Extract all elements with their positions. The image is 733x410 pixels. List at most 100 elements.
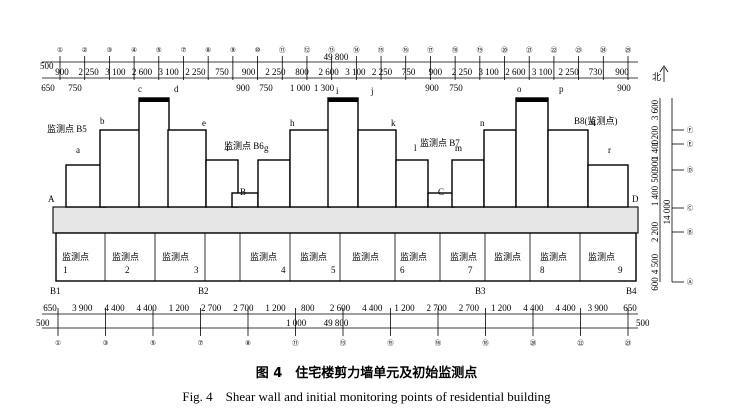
top-axis-label: ⑨ [230,46,236,54]
top-row1-dim: 730 [589,67,603,77]
point-l: l [414,143,417,153]
top-axis-label: ㉔ [600,46,607,54]
top-side-dimension: 500 [40,61,54,71]
top-row2-dim: 900 [425,83,439,93]
bottom-row1-dim: 650 [623,303,637,313]
point-p: p [559,84,564,94]
right-axis-label: Ⓑ [687,228,694,236]
bottom-tick-6: 6 [400,265,405,275]
lower-monitor-9: 监测点 [494,251,521,262]
corner-b1: B1 [50,286,61,296]
top-axis-label: ⑫ [304,46,311,54]
monitor-b6: 监测点 B6 [224,140,264,151]
top-axis-label: ② [82,46,88,54]
bottom-row1-dim: 3 900 [72,303,93,313]
right-dim: 3 600 [650,99,660,120]
top-row1-dim: 3 100 [345,67,366,77]
top-row1-dim: 750 [402,67,416,77]
bottom-row1-dim: 1 200 [491,303,512,313]
point-a: a [76,145,80,155]
corner-a: A [48,194,55,204]
bottom-axis-label: ⑯ [435,339,442,347]
point-c: c [138,84,142,94]
bottom-tick-9: 9 [618,265,623,275]
point-o: o [517,84,522,94]
right-dim: 1 400 [650,139,660,160]
point-k: k [391,118,396,128]
corner-c: C [438,187,444,197]
top-axis-label: ⑦ [181,46,187,54]
bottom-axis-label: ⑧ [245,339,251,347]
top-dimension-lines [42,61,638,79]
bottom-row1-dim: 2 700 [233,303,254,313]
top-axis-label: ③ [106,46,112,54]
bottom-axis-label: ㉒ [577,339,584,347]
bottom-axis-label: ① [55,339,61,347]
top-axis-label: ④ [131,46,137,54]
top-axis-label: ㉑ [526,46,533,54]
top-row1-dim: 2 250 [452,67,473,77]
point-g: g [264,143,269,153]
right-dim: 2 200 [650,221,660,242]
corner-letters: A B C D [48,187,639,204]
corner-d: D [632,194,639,204]
bottom-axis-label: ⑮ [387,339,394,347]
top-axis-label: ① [57,46,63,54]
lower-monitor-labels: 监测点 监测点 监测点 监测点 监测点 监测点 监测点 监测点 监测点 监测点 … [62,251,615,262]
bottom-row1-dim: 4 400 [137,303,158,313]
corner-b3: B3 [475,286,486,296]
point-m: m [455,143,462,153]
top-axis-label: ⑱ [452,46,459,54]
corner-b2: B2 [198,286,209,296]
bottom-row1-dim: 2 700 [459,303,480,313]
top-row2-dim: 900 [236,83,250,93]
top-row2-dim: 650 [41,83,55,93]
lower-monitor-8: 监测点 [450,251,477,262]
bottom-dim-1000: 1 000 [286,318,307,328]
top-row1-dim: 2 250 [265,67,286,77]
point-d: d [174,84,179,94]
top-row1-dim: 900 [242,67,256,77]
bottom-row1-dim: 650 [43,303,57,313]
top-axis-label: ⑤ [156,46,162,54]
right-axis-label: Ⓕ [687,126,694,134]
point-letters: a b c d e f g h i j k l m n o p q r [76,84,611,155]
bottom-tick-4: 4 [281,265,286,275]
building-outline [52,97,639,282]
top-row1-dim: 900 [429,67,443,77]
bottom-dimension-lines [42,313,638,329]
right-dimension-lines [659,98,673,282]
point-q: q [591,116,596,126]
bottom-row1-dim: 1 200 [394,303,415,313]
bottom-corner-labels: B1 B2 B3 B4 [50,286,637,296]
lower-monitor-10: 监测点 [540,251,567,262]
top-row1-dim: 3 100 [159,67,180,77]
bottom-tick-3: 3 [194,265,199,275]
north-label: 北 [652,72,661,82]
point-r: r [608,145,611,155]
top-axis-label: ㉕ [625,46,632,54]
top-row1-dim: 2 250 [79,67,100,77]
bottom-total-dimension: 49 800 [324,318,349,328]
monitor-b8: B8(监测点) [574,115,618,126]
bottom-axis-label: ⑤ [150,339,156,347]
bottom-point-numbers: 1 2 3 4 5 6 7 8 9 [63,265,623,275]
top-row2-dim: 750 [259,83,273,93]
bottom-row1-dim: 1 200 [169,303,190,313]
bottom-tick-8: 8 [540,265,545,275]
bottom-row1-dim: 2 700 [427,303,448,313]
bottom-row1-dim: 4 400 [362,303,383,313]
caption-english: Fig. 4 Shear wall and initial monitoring… [182,389,551,404]
lower-monitor-5: 监测点 [300,251,327,262]
lower-monitor-2: 监测点 [112,251,139,262]
bottom-axis-label: ㉓ [625,339,632,347]
lower-monitor-7: 监测点 [400,251,427,262]
point-i: i [336,86,339,96]
right-axis-label: Ⓒ [687,204,694,212]
top-row1-dim: 750 [215,67,229,77]
monitor-b7: 监测点 B7 [420,137,460,148]
